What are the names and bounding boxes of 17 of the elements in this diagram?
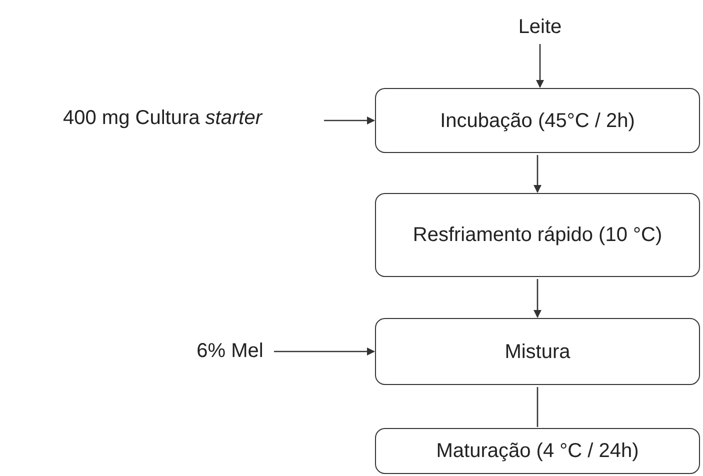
step-label: Resfriamento rápido (10 °C) — [412, 223, 662, 248]
arrow — [536, 44, 544, 88]
process-box — [375, 428, 700, 474]
arrow — [534, 155, 542, 193]
step-label: Incubação (45°C / 2h) — [440, 108, 635, 134]
step-label: Mistura — [504, 340, 570, 364]
process-box — [375, 318, 700, 385]
arrow — [324, 116, 375, 124]
input-label: Leite — [518, 15, 562, 40]
step-label: Maturação (4 °C / 24h) — [436, 439, 639, 464]
connector-line — [536, 387, 538, 427]
input-label: 400 mg Cultura starter — [63, 106, 262, 131]
arrow — [274, 348, 375, 356]
arrow — [534, 279, 542, 318]
process-box — [375, 88, 700, 153]
input-label: 6% Mel — [196, 339, 264, 364]
process-box — [375, 193, 700, 277]
